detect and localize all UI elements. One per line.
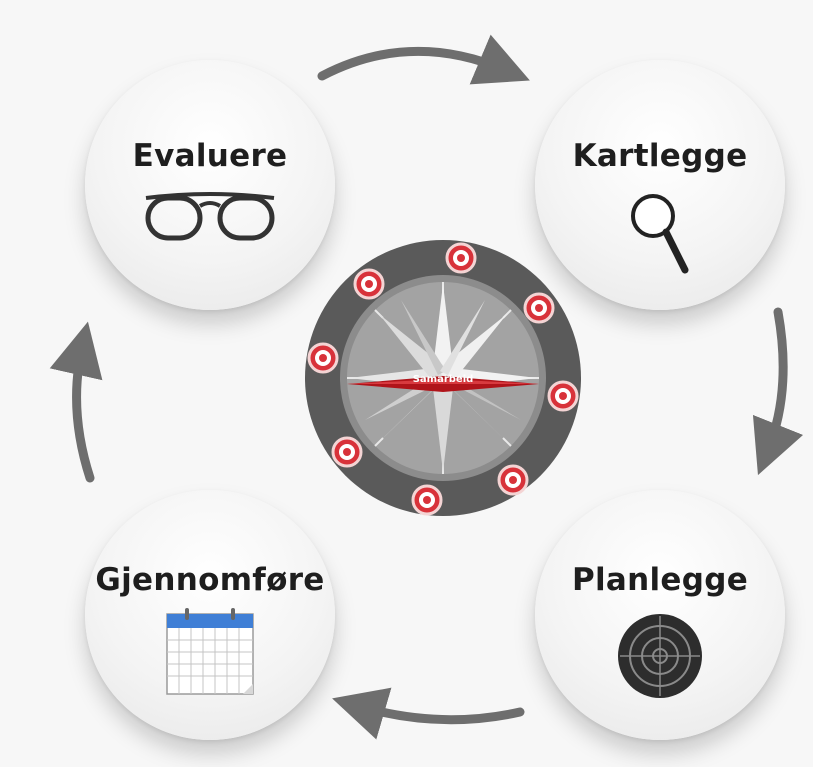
magnifier-icon [631, 194, 689, 274]
step-gjennomfore-label: Gjennomføre [95, 562, 325, 598]
target-marker [445, 242, 477, 274]
target-marker [307, 342, 339, 374]
target-marker [411, 484, 443, 516]
target-marker [353, 268, 385, 300]
target-markers [307, 242, 579, 516]
step-kartlegge: Kartlegge [535, 60, 785, 310]
step-kartlegge-label: Kartlegge [572, 138, 748, 174]
target-marker [497, 464, 529, 496]
step-evaluere: Evaluere [85, 60, 335, 310]
step-evaluere-label: Evaluere [132, 138, 288, 174]
arrow-gjennomfore-to-evaluere [49, 321, 103, 483]
target-icon [618, 614, 702, 698]
glasses-icon [145, 192, 275, 241]
step-planlegge-label: Planlegge [571, 562, 749, 598]
calendar-icon [166, 608, 254, 695]
compass-rose-icon [305, 240, 581, 516]
arrow-evaluere-to-kartlegge [317, 34, 530, 85]
center-label: Samarbeid [412, 374, 474, 385]
arrow-planlegge-to-gjennomfore [332, 687, 525, 740]
step-planlegge: Planlegge [535, 490, 785, 740]
arrow-kartlegge-to-planlegge [752, 307, 804, 476]
step-gjennomfore: Gjennomføre [85, 490, 335, 740]
target-marker [547, 380, 579, 412]
target-marker [523, 292, 555, 324]
target-marker [331, 436, 363, 468]
